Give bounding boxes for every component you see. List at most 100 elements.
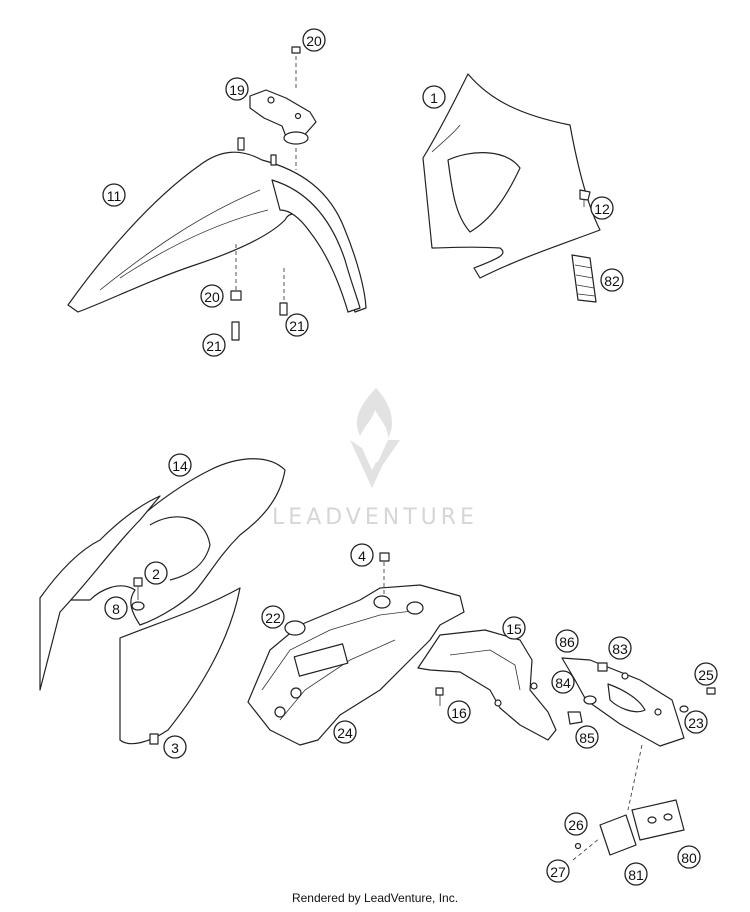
callout-c23[interactable]: 23 [684,710,708,734]
callout-label: 81 [628,867,644,883]
callout-c14[interactable]: 14 [168,453,192,477]
callout-label: 12 [594,201,610,217]
callout-circle [546,859,570,883]
callout-label: 21 [289,318,305,334]
plate-holder[interactable] [561,657,685,747]
side-panel[interactable] [39,458,286,745]
grommet-22[interactable] [284,620,306,636]
callout-circle [422,85,446,109]
callout-circle [600,268,624,292]
callout-circle [551,670,575,694]
callout-label: 27 [550,864,566,880]
leader-plate-light [627,744,643,811]
screw-4[interactable] [379,552,390,594]
callout-label: 84 [555,675,571,691]
callout-circle [608,636,632,660]
callout-circle [694,662,718,686]
callout-c2[interactable]: 2 [144,561,168,585]
callout-circle [163,735,187,759]
callout-c3[interactable]: 3 [163,735,187,759]
callout-circle [202,333,226,357]
callout-label: 22 [265,610,281,626]
callout-label: 1 [430,90,438,106]
callout-circle [684,710,708,734]
callout-c80[interactable]: 80 [677,845,701,869]
watermark-logo [356,388,392,438]
callout-c82[interactable]: 82 [600,268,624,292]
callout-circle [102,183,126,207]
watermark: LEADVENTURE [272,388,478,530]
callout-label: 21 [206,338,222,354]
callout-circle [285,313,309,337]
callout-label: 14 [172,458,188,474]
reflector[interactable] [571,254,597,303]
screw-20-top[interactable] [291,46,301,170]
callout-c15[interactable]: 15 [502,616,526,640]
fender-bracket[interactable] [249,89,317,145]
callout-label: 8 [112,601,120,617]
license-light[interactable] [631,799,685,841]
callout-c85[interactable]: 85 [575,725,599,749]
callout-circle [261,605,285,629]
callout-c12[interactable]: 12 [590,196,614,220]
callout-label: 82 [604,273,620,289]
callout-label: 83 [612,641,628,657]
callout-c27[interactable]: 27 [546,859,570,883]
callout-c1[interactable]: 1 [422,85,446,109]
callout-c8[interactable]: 8 [104,596,128,620]
callout-label: 80 [681,850,697,866]
callout-label: 23 [688,715,704,731]
callout-label: 85 [579,730,595,746]
callout-c26[interactable]: 26 [564,812,588,836]
callout-circle [302,28,326,52]
callout-label: 26 [568,817,584,833]
callout-label: 2 [152,566,160,582]
footer-credit: Rendered by LeadVenture, Inc. [292,891,458,905]
callout-c84[interactable]: 84 [551,670,575,694]
callout-c21a[interactable]: 21 [285,313,309,337]
headlight-mask[interactable] [422,73,601,279]
callout-c20b[interactable]: 20 [200,284,224,308]
plate-fasteners[interactable] [567,662,716,725]
callout-circle [555,629,579,653]
callout-c86[interactable]: 86 [555,629,579,653]
callout-circle [168,453,192,477]
callout-circle [677,845,701,869]
callout-label: 4 [358,548,366,564]
callout-circle [624,862,648,886]
callout-c20a[interactable]: 20 [302,28,326,52]
callout-circle [590,196,614,220]
callout-circle [564,812,588,836]
callout-label: 15 [506,621,522,637]
watermark-text: LEADVENTURE [272,505,478,530]
fastener-group-front[interactable] [230,244,288,341]
callout-label: 25 [698,667,714,683]
callout-c4[interactable]: 4 [350,543,374,567]
callout-c19[interactable]: 19 [225,77,249,101]
callout-circle [144,561,168,585]
callout-c24[interactable]: 24 [333,720,357,744]
screw-16[interactable] [435,687,444,706]
screw-12[interactable] [579,189,591,207]
callout-label: 19 [229,82,245,98]
callout-c22[interactable]: 22 [261,605,285,629]
callout-label: 20 [306,33,322,49]
callout-label: 86 [559,634,575,650]
callout-label: 11 [107,188,122,204]
callout-c21b[interactable]: 21 [202,333,226,357]
front-fender[interactable] [67,137,367,313]
callout-c25[interactable]: 25 [694,662,718,686]
callout-c16[interactable]: 16 [447,700,471,724]
callout-c81[interactable]: 81 [624,862,648,886]
callout-label: 16 [451,705,467,721]
mudflap[interactable] [417,629,557,741]
callout-c11[interactable]: 11 [102,183,126,207]
side-panel-fasteners[interactable] [131,577,159,745]
callout-label: 24 [337,725,353,741]
callout-circle [575,725,599,749]
light-bracket[interactable] [572,814,637,861]
callout-c83[interactable]: 83 [608,636,632,660]
